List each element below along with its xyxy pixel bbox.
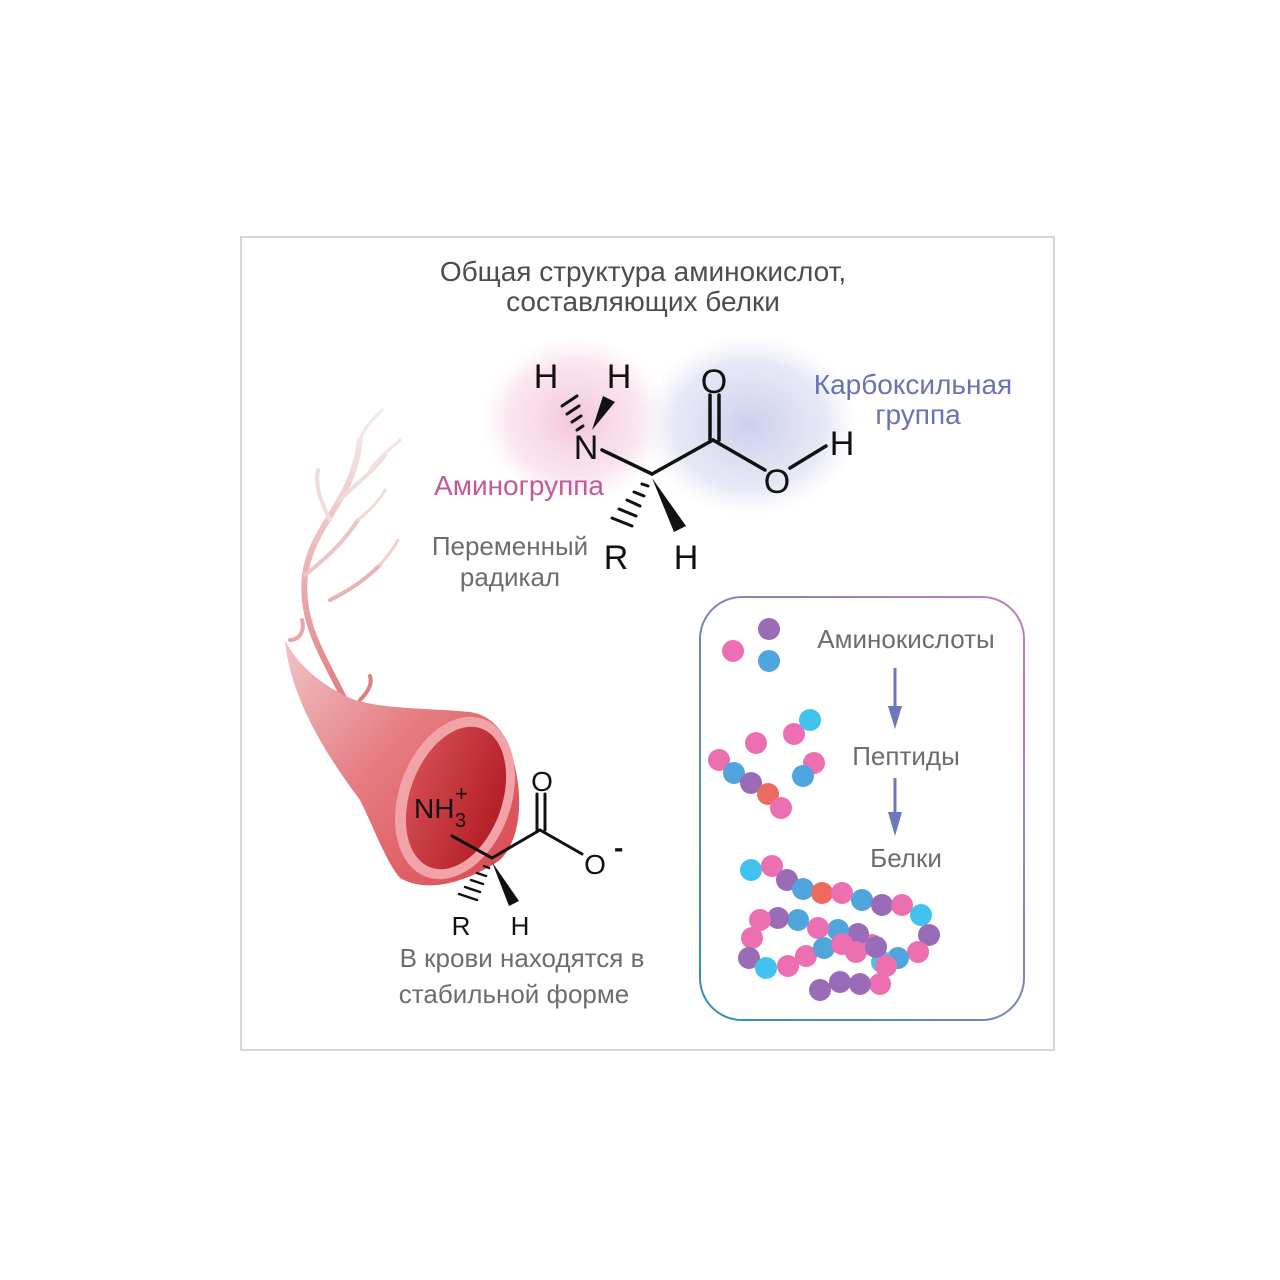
- blood-caption-line-2: стабильной форме: [399, 979, 629, 1009]
- atom-o-minus: O: [584, 849, 606, 880]
- peptide-bead: [745, 732, 767, 754]
- peptide-bead: [770, 797, 792, 819]
- protein-bead: [891, 894, 913, 916]
- protein-bead: [755, 957, 777, 979]
- hashed-wedge-n-h: [560, 394, 585, 432]
- peptide-bead: [740, 772, 762, 794]
- protein-bead: [847, 923, 869, 945]
- protein-bead: [749, 909, 771, 931]
- protein-bead: [777, 955, 799, 977]
- atom-o-charge: -: [614, 832, 623, 863]
- protein-bead: [795, 945, 817, 967]
- atom-nh3-charge: +: [455, 781, 468, 806]
- bead-groups: [708, 618, 940, 1001]
- stage-label-peptides: Пептиды: [852, 741, 960, 771]
- protein-bead: [811, 882, 833, 904]
- amino-acid-bonds: [600, 393, 828, 476]
- protein-bead: [910, 904, 932, 926]
- carboxyl-group-label-1: Карбоксильная: [814, 369, 1012, 400]
- protein-bead: [741, 927, 763, 949]
- protein-bead: [738, 947, 760, 969]
- peptide-bead: [799, 709, 821, 731]
- amino-acid-bead: [758, 650, 780, 672]
- protein-bead: [761, 855, 783, 877]
- protein-bead: [851, 889, 873, 911]
- protein-bead: [776, 869, 798, 891]
- protein-bead: [829, 971, 851, 993]
- atom-h-right: H: [607, 358, 632, 396]
- variable-radical-label-1: Переменный: [432, 531, 588, 561]
- atom-h-bottom: H: [674, 539, 699, 577]
- title-line-1: Общая структура аминокислот,: [440, 256, 846, 287]
- protein-bead: [849, 973, 871, 995]
- atom-o-double: O: [701, 363, 727, 401]
- blood-vessel-illustration: [285, 408, 520, 886]
- atom-h-left: H: [534, 358, 559, 396]
- peptide-bead: [708, 749, 730, 771]
- arrow-peptide-to-protein: [888, 778, 902, 836]
- amino-acid-bead: [722, 640, 744, 662]
- atom-h-hydroxyl: H: [830, 425, 855, 463]
- atom-h-zwitterion: H: [511, 911, 530, 941]
- zwitterion-hashed-wedge: [457, 864, 491, 902]
- protein-bead: [845, 941, 867, 963]
- zwitterion-bonds: [450, 792, 584, 860]
- protein-bead: [787, 909, 809, 931]
- atom-o-hydroxyl: O: [764, 463, 790, 501]
- protein-bead: [809, 979, 831, 1001]
- peptide-bead: [792, 765, 814, 787]
- atom-r: R: [604, 539, 629, 577]
- protein-bead: [871, 894, 893, 916]
- solid-wedge-c-h: [652, 478, 686, 532]
- hashed-wedge-c-r: [610, 482, 650, 528]
- protein-bead: [807, 917, 829, 939]
- amino-group-label: Аминогруппа: [434, 470, 604, 501]
- protein-bead: [740, 859, 762, 881]
- peptide-bead: [757, 783, 779, 805]
- atom-r-zwitterion: R: [452, 911, 471, 941]
- protein-bead: [907, 941, 929, 963]
- carboxyl-group-highlight: [640, 333, 860, 517]
- variable-radical-label-2: радикал: [460, 562, 560, 592]
- zwitterion-solid-wedge: [492, 862, 519, 906]
- protein-bead: [767, 907, 789, 929]
- title-line-2: составляющих белки: [506, 286, 780, 317]
- protein-bead: [792, 878, 814, 900]
- protein-bead: [813, 937, 835, 959]
- stage-label-amino-acids: Аминокислоты: [817, 624, 994, 654]
- protein-bead: [875, 955, 897, 977]
- protein-bead: [865, 936, 887, 958]
- peptide-bead: [723, 762, 745, 784]
- solid-wedge-n-h: [592, 396, 615, 430]
- protein-bead: [831, 882, 853, 904]
- stage-label-proteins: Белки: [870, 843, 942, 873]
- blood-caption-line-1: В крови находятся в: [400, 943, 645, 973]
- protein-bead: [869, 973, 891, 995]
- protein-bead: [918, 924, 940, 946]
- carboxyl-group-label-2: группа: [875, 399, 961, 430]
- atom-nh3: NH: [414, 793, 454, 824]
- arrow-amino-to-peptide: [888, 668, 902, 729]
- peptide-bead: [783, 723, 805, 745]
- atom-nh3-subscript: 3: [455, 810, 466, 832]
- atom-o-double-zwitterion: O: [531, 766, 553, 797]
- atom-n: N: [574, 429, 599, 467]
- amino-acid-bead: [758, 618, 780, 640]
